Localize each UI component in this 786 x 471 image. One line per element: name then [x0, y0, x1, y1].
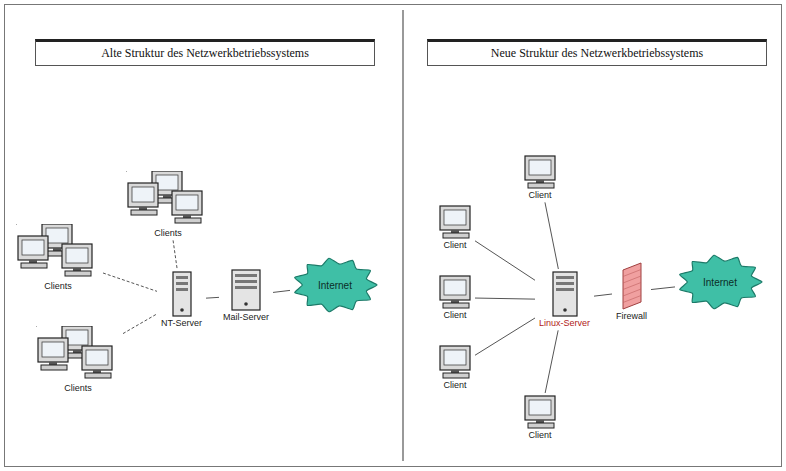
network-link	[475, 298, 535, 299]
firewall-icon	[619, 262, 645, 310]
server-node: Mail-Server	[220, 268, 272, 323]
pc-icon	[438, 275, 472, 309]
pc-icon	[438, 205, 472, 239]
node-label: Client	[442, 380, 467, 390]
server-node: NT-Server	[158, 270, 205, 329]
network-link	[103, 273, 157, 291]
client-pc: Client	[436, 274, 474, 321]
pc-icon	[523, 395, 557, 429]
client-group: Clients	[124, 170, 212, 239]
node-label: Clients	[63, 383, 93, 393]
internet-cloud: Internet	[291, 256, 379, 314]
pc-icon	[523, 155, 557, 189]
node-label: Internet	[703, 277, 737, 288]
node-label: Clients	[43, 281, 73, 291]
client-pc: Client	[436, 344, 474, 391]
client-pc: Client	[521, 394, 559, 441]
server-icon	[230, 269, 262, 311]
node-label: Firewall	[615, 311, 648, 321]
divider-line	[402, 10, 404, 461]
node-label: Client	[527, 430, 552, 440]
firewall: Firewall	[613, 261, 650, 322]
network-link	[206, 297, 219, 299]
heading-text: Neue Struktur des Netzwerkbetriebssystem…	[436, 46, 758, 61]
heading-box: Neue Struktur des Netzwerkbetriebssystem…	[427, 39, 767, 66]
internet-cloud: Internet	[676, 253, 764, 311]
network-link	[173, 240, 177, 269]
outer-border	[5, 5, 782, 467]
server-icon	[550, 271, 580, 317]
network-link	[475, 318, 535, 355]
node-label: Client	[527, 190, 552, 200]
server-node: Linux-Server	[536, 270, 593, 329]
node-label: Internet	[318, 280, 352, 291]
workstation-group-icon	[16, 224, 100, 280]
network-link	[545, 202, 558, 269]
node-label: Client	[442, 310, 467, 320]
network-link	[651, 287, 675, 290]
network-link	[123, 314, 157, 334]
network-link	[545, 330, 558, 393]
network-link	[594, 294, 612, 296]
node-label: Clients	[153, 228, 183, 238]
client-group: Clients	[14, 223, 102, 292]
node-label: Linux-Server	[538, 318, 591, 328]
pc-icon	[438, 345, 472, 379]
workstation-group-icon	[126, 171, 210, 227]
server-tower-icon	[171, 271, 193, 317]
network-link	[475, 241, 535, 280]
node-label: NT-Server	[160, 318, 203, 328]
heading-box: Alte Struktur des Netzwerkbetriebssystem…	[35, 39, 375, 66]
network-link	[273, 290, 290, 292]
client-group: Clients	[34, 325, 122, 394]
node-label: Mail-Server	[222, 312, 270, 322]
node-label: Client	[442, 240, 467, 250]
client-pc: Client	[436, 204, 474, 251]
workstation-group-icon	[36, 326, 120, 382]
heading-text: Alte Struktur des Netzwerkbetriebssystem…	[44, 46, 366, 61]
client-pc: Client	[521, 154, 559, 201]
